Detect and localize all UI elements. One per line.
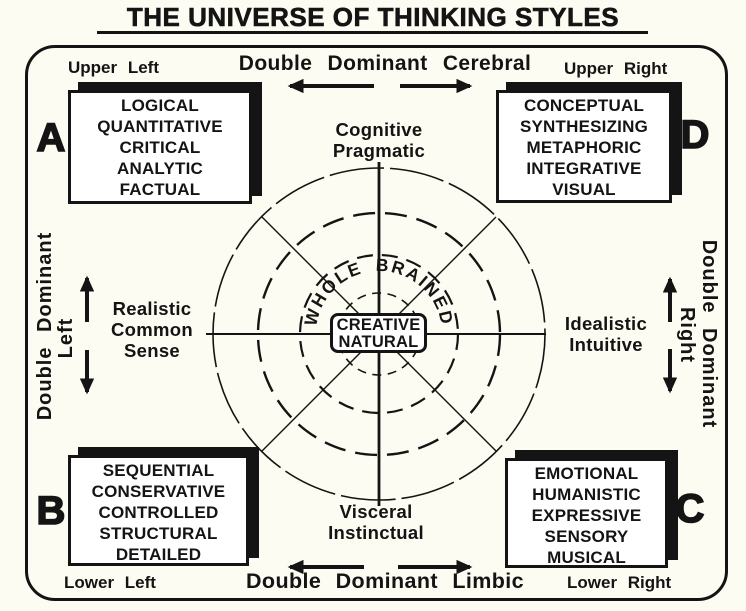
trait-line: CONTROLLED	[98, 503, 219, 522]
trait-line: SEQUENTIAL	[102, 461, 215, 480]
axis-label-line: Sense	[123, 340, 180, 361]
axis-label-visceral-instinctual: Visceral Instinctual	[300, 501, 452, 543]
trait-line: QUANTITATIVE	[97, 117, 223, 136]
axis-label-line: Instinctual	[328, 522, 424, 543]
quadrant-a-box: LOGICAL QUANTITATIVE CRITICAL ANALYTIC F…	[68, 90, 252, 204]
page-title: THE UNIVERSE OF THINKING STYLES	[126, 2, 620, 33]
banner-double-dominant-cerebral: Double Dominant Cerebral	[238, 52, 532, 75]
core-line: CREATIVE	[336, 316, 421, 334]
trait-line: CONSERVATIVE	[91, 482, 226, 501]
trait-line: VISUAL	[552, 180, 616, 199]
title-underline	[97, 31, 648, 34]
trait-line: LOGICAL	[121, 96, 199, 115]
corner-label-lower-left: Lower Left	[64, 573, 156, 592]
axis-label-line: Cognitive	[335, 119, 423, 140]
banner-right-word: Right	[676, 306, 698, 364]
creative-natural-core-box: CREATIVE NATURAL	[330, 313, 427, 353]
axis-label-line: Pragmatic	[332, 140, 426, 161]
banner-left-word: Left	[55, 317, 77, 359]
trait-line: METAPHORIC	[526, 138, 642, 157]
axis-label-idealistic-intuitive: Idealistic Intuitive	[538, 313, 674, 355]
quadrant-letter-d: D	[680, 112, 710, 158]
trait-line: CONCEPTUAL	[523, 96, 645, 115]
trait-line: INTEGRATIVE	[526, 159, 642, 178]
banner-double-dominant-right: Double Dominant	[698, 239, 720, 429]
quadrant-letter-b: B	[36, 488, 66, 534]
core-line: NATURAL	[338, 333, 419, 351]
trait-line: DETAILED	[115, 545, 202, 564]
axis-label-cognitive-pragmatic: Cognitive Pragmatic	[303, 119, 455, 161]
axis-label-line: Idealistic	[564, 313, 648, 334]
trait-line: CRITICAL	[119, 138, 201, 157]
outer-frame	[25, 45, 728, 601]
quadrant-letter-a: A	[36, 115, 66, 161]
quadrant-d-box: CONCEPTUAL SYNTHESIZING METAPHORIC INTEG…	[496, 90, 672, 203]
quadrant-letter-c: C	[675, 486, 705, 532]
trait-line: FACTUAL	[119, 180, 201, 199]
trait-line: HUMANISTIC	[532, 485, 641, 504]
quadrant-c-box: EMOTIONAL HUMANISTIC EXPRESSIVE SENSORY …	[505, 458, 668, 568]
trait-line: ANALYTIC	[117, 159, 203, 178]
axis-label-line: Realistic	[112, 298, 192, 319]
axis-label-realistic-common-sense: Realistic Common Sense	[90, 298, 214, 361]
trait-line: SYNTHESIZING	[519, 117, 649, 136]
axis-label-line: Common	[111, 319, 193, 340]
trait-line: STRUCTURAL	[99, 524, 218, 543]
trait-line: EMOTIONAL	[534, 464, 639, 483]
corner-label-lower-right: Lower Right	[567, 573, 672, 592]
trait-line: SENSORY	[544, 527, 629, 546]
quadrant-b-box: SEQUENTIAL CONSERVATIVE CONTROLLED STRUC…	[68, 455, 249, 566]
trait-line: EXPRESSIVE	[531, 506, 642, 525]
axis-label-line: Visceral	[339, 501, 413, 522]
banner-double-dominant-limbic: Double Dominant Limbic	[245, 569, 525, 593]
corner-label-upper-right: Upper Right	[564, 59, 668, 78]
axis-label-line: Intuitive	[569, 334, 643, 355]
corner-label-upper-left: Upper Left	[68, 58, 159, 77]
trait-line: MUSICAL	[547, 548, 626, 567]
